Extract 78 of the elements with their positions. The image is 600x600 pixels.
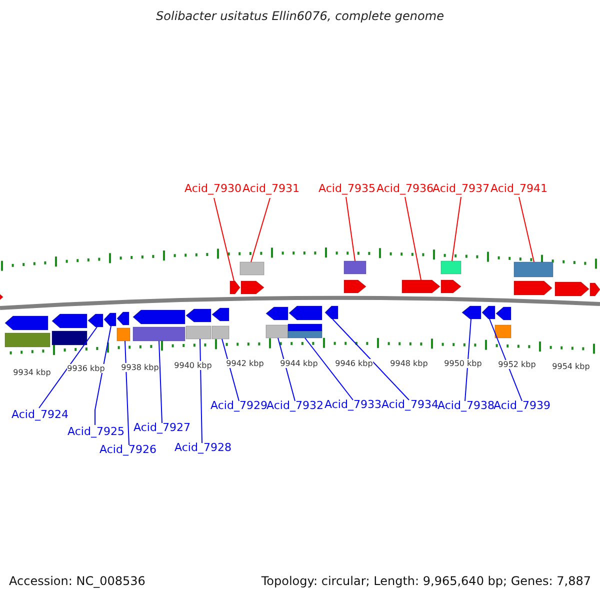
leader-line: [452, 196, 462, 262]
leader-line: [464, 318, 472, 402]
leader-line: [489, 318, 522, 402]
gene-feature-bar: [4, 332, 50, 348]
gene-block: [462, 306, 482, 320]
leader-line: [124, 340, 130, 446]
scale-label: 9948 kbp: [390, 359, 428, 368]
leader-line: [94, 326, 112, 426]
gene-block: [0, 292, 4, 302]
scale-label: 9936 kbp: [67, 364, 105, 374]
gene-block: [88, 314, 104, 328]
gene-feature-bar: [288, 324, 322, 332]
gene-feature-bar: [440, 260, 462, 274]
scale-label: 9946 kbp: [335, 359, 373, 368]
gene-block: [514, 280, 552, 296]
title: Solibacter usitatus Ellin6076, complete genome: [156, 10, 444, 24]
leader-line: [250, 198, 270, 262]
genome-info-text: Topology: circular; Length: 9,965,640 bp; Genes: 7,887: [261, 575, 591, 589]
scale-label: 9942 kbp: [226, 359, 264, 368]
gene-feature-bar: [132, 326, 186, 342]
gene-label: Acid_7931: [242, 183, 300, 196]
gene-feature-bar: [514, 262, 554, 278]
gene-block: [324, 306, 338, 320]
scale-label: 9944 kbp: [280, 359, 318, 368]
gene-label: Acid_7929: [210, 400, 268, 413]
gene-block: [266, 306, 288, 320]
gene-block: [496, 306, 512, 320]
gene-label: Acid_7924: [12, 409, 68, 422]
gene-block: [104, 312, 116, 326]
gene-label: Acid_7937: [432, 183, 490, 196]
gene-label: Acid_7926: [100, 444, 156, 457]
scale-label: 9934 kbp: [13, 368, 51, 378]
gene-feature-bar: [52, 330, 88, 346]
gene-label: Acid_7939: [494, 400, 550, 413]
gene-block: [212, 308, 230, 322]
gene-feature-bar: [212, 326, 230, 340]
gene-feature-bar: [266, 324, 288, 338]
gene-feature-bar: [344, 260, 366, 274]
scale-label: 9954 kbp: [552, 362, 590, 372]
gene-label: Acid_7933: [324, 399, 382, 412]
gene-label: Acid_7941: [490, 183, 548, 196]
gene-block: [288, 306, 322, 320]
gene-feature-bar: [116, 328, 130, 342]
leader-line: [404, 196, 422, 280]
gene-label: Acid_7930: [184, 183, 242, 196]
gene-label: Acid_7935: [318, 183, 376, 196]
gene-label: Acid_7934: [382, 399, 438, 412]
gene-block: [186, 308, 212, 322]
leader-line: [278, 338, 296, 402]
scale-label: 9952 kbp: [498, 360, 536, 370]
scale-label: 9938 kbp: [121, 363, 159, 372]
scale-label: 9950 kbp: [444, 359, 482, 368]
gene-label: Acid_7925: [68, 426, 124, 439]
gene-feature-bar: [240, 262, 264, 276]
leader-line: [304, 338, 354, 400]
gene-feature-bar: [288, 330, 322, 338]
gene-feature-bar: [186, 326, 212, 340]
gene-label: Acid_7936: [376, 183, 434, 196]
gene-label: Acid_7928: [174, 442, 232, 455]
leader-line: [518, 196, 534, 262]
gene-block: [344, 280, 366, 294]
gene-block: [116, 312, 130, 326]
gene-label: Acid_7938: [438, 400, 494, 413]
leader-line: [158, 340, 162, 424]
gene-block: [4, 316, 48, 330]
leader-line: [200, 338, 202, 444]
leader-line: [214, 198, 234, 282]
scale-label: 9940 kbp: [174, 361, 212, 370]
leader-line: [332, 318, 410, 400]
gene-feature-bar: [494, 324, 512, 338]
gene-label: Acid_7927: [134, 422, 190, 435]
gene-block: [402, 280, 440, 294]
leader-line: [346, 196, 356, 262]
gene-block: [482, 306, 496, 320]
leader-line: [38, 326, 98, 408]
gene-label: Acid_7932: [266, 400, 324, 413]
gene-block: [440, 280, 462, 294]
accession-text: Accession: NC_008536: [9, 575, 146, 589]
